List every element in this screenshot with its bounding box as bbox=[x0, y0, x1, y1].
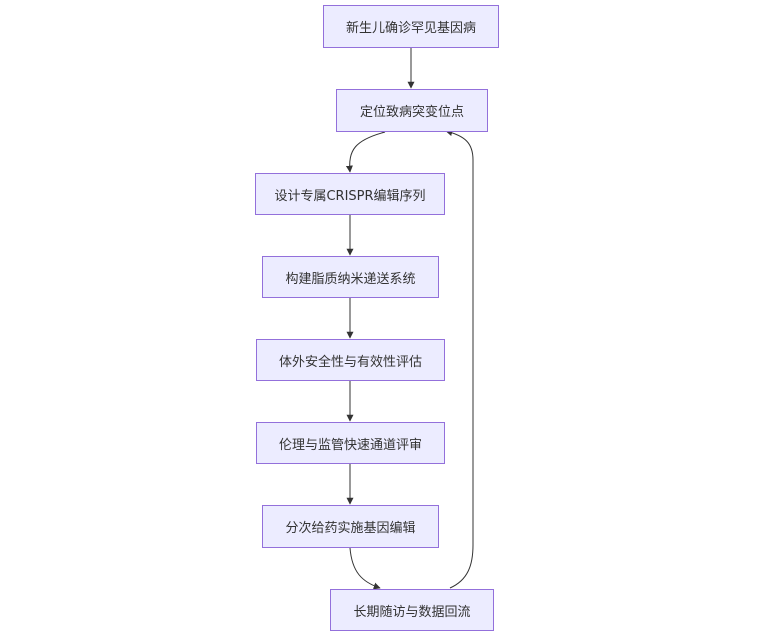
node-dosing[interactable]: 分次给药实施基因编辑 bbox=[262, 505, 439, 548]
node-locate-mutation[interactable]: 定位致病突变位点 bbox=[336, 89, 488, 132]
node-ethics-review[interactable]: 伦理与监管快速通道评审 bbox=[256, 422, 445, 464]
node-in-vitro-eval[interactable]: 体外安全性与有效性评估 bbox=[256, 339, 445, 381]
edge-n8-n2 bbox=[445, 129, 474, 589]
node-design-crispr[interactable]: 设计专属CRISPR编辑序列 bbox=[255, 173, 445, 215]
edge-n2-n3 bbox=[345, 131, 386, 173]
node-build-delivery[interactable]: 构建脂质纳米递送系统 bbox=[262, 256, 439, 298]
edge-n7-n8 bbox=[349, 547, 381, 590]
node-diagnosis[interactable]: 新生儿确诊罕见基因病 bbox=[323, 5, 499, 48]
node-follow-up[interactable]: 长期随访与数据回流 bbox=[330, 589, 494, 631]
